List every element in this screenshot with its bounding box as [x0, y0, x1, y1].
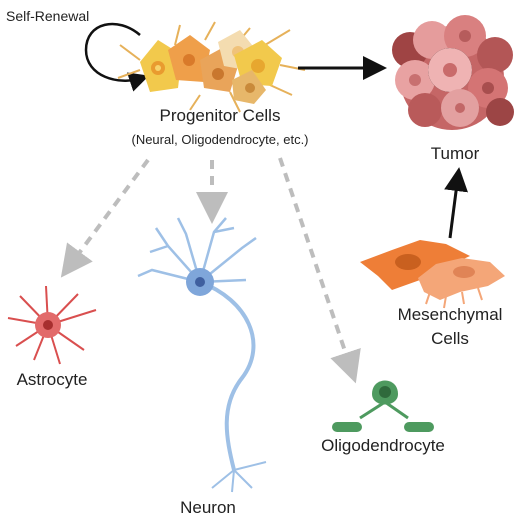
- neuron-cell: [137, 217, 267, 493]
- astrocyte-label: Astrocyte: [16, 370, 88, 389]
- progenitor-subtitle: (Neural, Oligodendrocyte, etc.): [131, 132, 309, 147]
- self-renewal-arrow: [84, 22, 150, 92]
- self-renewal-label: Self-Renewal: [6, 8, 90, 24]
- neuron-label: Neuron: [180, 498, 236, 517]
- mesenchymal-cells: [360, 240, 505, 309]
- progenitor-cells-cluster: [117, 21, 306, 113]
- mesenchymal-label-line1: Mesenchymal: [397, 305, 503, 324]
- oligodendrocyte-label: Oligodendrocyte: [321, 436, 445, 455]
- tumor-mass: [392, 15, 514, 130]
- astrocyte-cell: [7, 285, 97, 365]
- arrow-to-astrocyte: [60, 158, 150, 278]
- tumor-label: Tumor: [430, 144, 480, 163]
- arrow-to-oligodendrocyte: [278, 157, 361, 384]
- mesenchymal-label-line2: Cells: [431, 329, 469, 348]
- oligodendrocyte-cell: [332, 380, 434, 432]
- arrow-mesenchymal-to-tumor: [444, 167, 468, 239]
- progenitor-cells-label: Progenitor Cells: [159, 106, 281, 125]
